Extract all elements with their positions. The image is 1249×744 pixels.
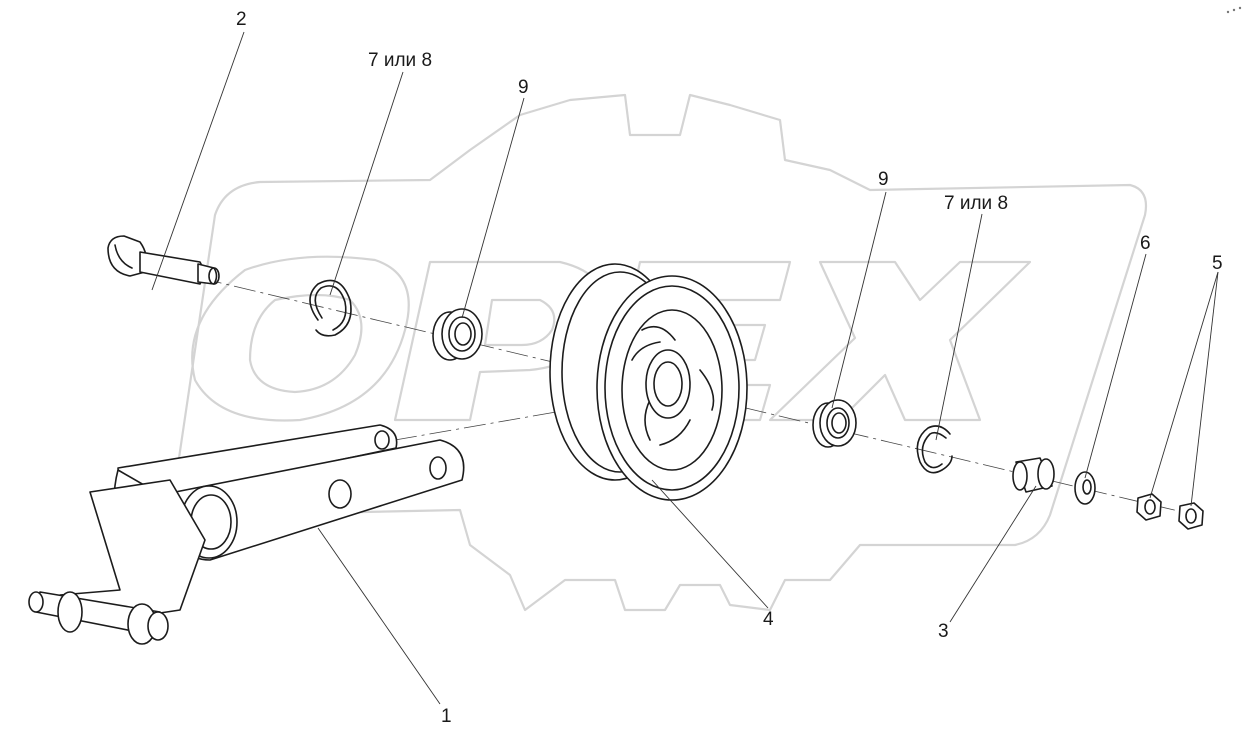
watermark-letter-o bbox=[191, 255, 410, 422]
part-6-washer bbox=[1074, 471, 1096, 505]
part-7-8-retaining-ring-right bbox=[916, 425, 953, 474]
part-2-axle-pin bbox=[107, 235, 220, 285]
corner-mark bbox=[1226, 6, 1242, 14]
part-3-bushing bbox=[1012, 457, 1055, 493]
callout-9-left: 9 bbox=[518, 77, 529, 98]
part-4-pulley bbox=[549, 263, 748, 501]
part-5-nuts bbox=[1136, 493, 1204, 530]
watermark-letter-x bbox=[768, 260, 1032, 422]
callout-5: 5 bbox=[1212, 253, 1223, 274]
callout-1: 1 bbox=[441, 706, 452, 727]
callout-6: 6 bbox=[1140, 233, 1151, 254]
callout-7-or-8-right: 7 или 8 bbox=[944, 193, 1009, 214]
callout-4: 4 bbox=[763, 609, 774, 630]
part-9-bearing-left bbox=[432, 308, 483, 361]
callout-3: 3 bbox=[938, 621, 949, 642]
part-7-8-retaining-ring-left bbox=[309, 279, 352, 337]
part-1-tensioner-arm bbox=[28, 424, 465, 645]
callout-2: 2 bbox=[236, 9, 247, 30]
callout-7-or-8-left: 7 или 8 bbox=[368, 50, 433, 71]
part-9-bearing-right bbox=[812, 399, 857, 448]
callout-9-right: 9 bbox=[878, 169, 889, 190]
leader-lines bbox=[151, 31, 1219, 705]
watermark-letter-e bbox=[603, 260, 792, 422]
